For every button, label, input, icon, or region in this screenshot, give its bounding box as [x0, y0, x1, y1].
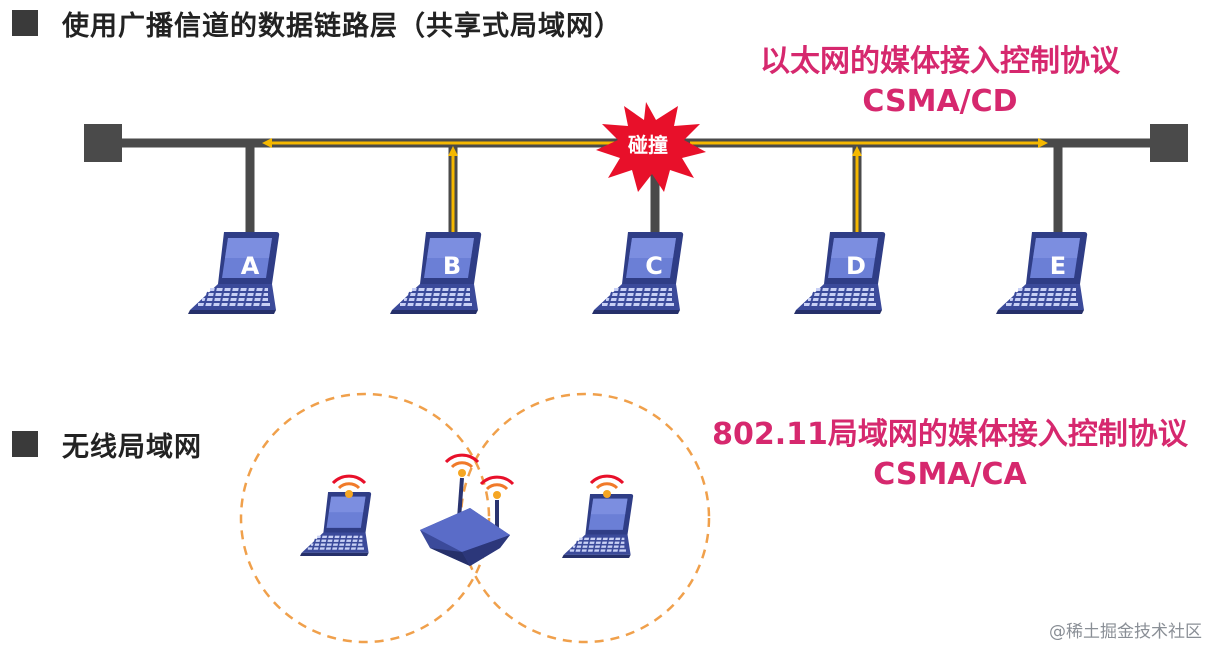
laptop-icon	[561, 493, 634, 559]
wireless-router-icon	[420, 477, 510, 566]
section-title-wired: 使用广播信道的数据链路层（共享式局域网）	[62, 11, 622, 42]
protocol-label-wireless: 802.11局域网的媒体接入控制协议 CSMA/CA	[700, 415, 1200, 495]
protocol-acronym-csma-ca: CSMA/CA	[873, 457, 1027, 492]
laptop-icon: C	[591, 231, 685, 315]
host-label-c: C	[645, 252, 663, 280]
protocol-name-80211: 802.11局域网的媒体接入控制协议	[712, 417, 1188, 452]
section-bullet-wired	[12, 10, 38, 36]
signal-propagation	[262, 138, 1048, 240]
laptop-icon: D	[793, 231, 887, 315]
host-label-b: B	[443, 252, 461, 280]
laptop-icon: A	[187, 231, 281, 315]
coverage-circle-left	[239, 392, 491, 644]
laptop-icon	[299, 491, 372, 557]
protocol-label-ethernet: 以太网的媒体接入控制协议 CSMA/CD	[742, 42, 1138, 122]
collision-burst-icon: 碰撞	[596, 102, 706, 192]
wifi-signal-icon	[444, 453, 480, 479]
host-label-a: A	[241, 252, 260, 280]
protocol-name-ethernet: 以太网的媒体接入控制协议	[760, 44, 1120, 79]
laptop-icon: E	[995, 231, 1089, 315]
host-label-e: E	[1050, 252, 1066, 280]
watermark: @稀土掘金技术社区	[1043, 615, 1208, 644]
laptop-icon: B	[389, 231, 483, 315]
collision-label: 碰撞	[628, 133, 668, 157]
section-title-wireless: 无线局域网	[62, 432, 202, 463]
bus-terminator-right-icon	[1150, 124, 1188, 162]
bus-terminator-left-icon	[84, 124, 122, 162]
protocol-acronym-csma-cd: CSMA/CD	[862, 84, 1018, 119]
section-bullet-wireless	[12, 431, 38, 457]
host-label-d: D	[846, 252, 866, 280]
